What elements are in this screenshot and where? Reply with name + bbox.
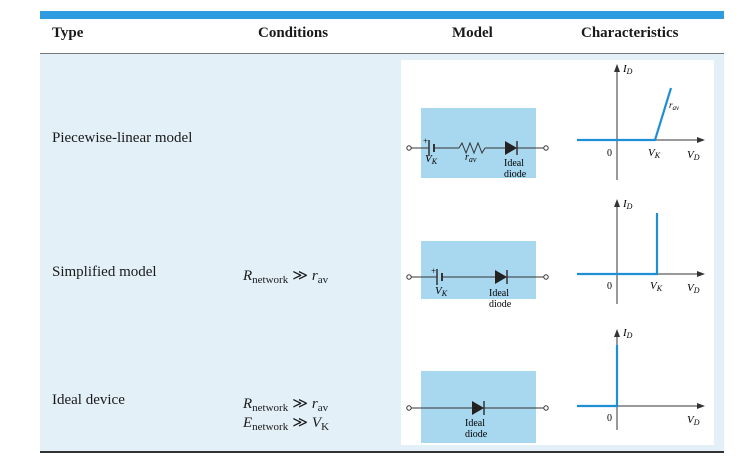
- model-label-vk-simplified: VK: [435, 285, 448, 298]
- header-conditions: Conditions: [258, 25, 329, 41]
- diagram-svg: + VK rav Ideal diode ID VD 0 VK rav: [406, 63, 705, 443]
- chart-origin-ideal: 0: [607, 413, 612, 424]
- model-label-ideal-simplified: Ideal: [489, 288, 509, 299]
- curve-piecewise: [577, 87, 673, 142]
- condition-simplified-1: Rnetwork≫rav: [243, 268, 329, 286]
- chart-xlabel-piecewise: VD: [687, 149, 700, 162]
- chart-ylabel-ideal: ID: [622, 327, 633, 340]
- chart-ylabel-piecewise: ID: [622, 63, 633, 76]
- model-label-diode-simplified: diode: [489, 299, 512, 310]
- model-label-rav: rav: [465, 152, 477, 164]
- curve-simplified: [577, 213, 659, 276]
- svg-text:+: +: [431, 266, 436, 276]
- chart-origin-piecewise: 0: [607, 148, 612, 159]
- chart-xlabel-ideal: VD: [687, 414, 700, 427]
- bottom-rule: [40, 451, 724, 453]
- row-type-piecewise: Piecewise-linear model: [52, 130, 193, 146]
- header-characteristics: Characteristics: [581, 25, 679, 41]
- condition-ideal-2: Enetwork≫VK: [243, 415, 330, 433]
- model-label-ideal: Ideal: [504, 158, 524, 169]
- table-header: Type Conditions Model Characteristics: [40, 19, 724, 54]
- condition-ideal-1: Rnetwork≫rav: [243, 396, 329, 414]
- chart-knee-simplified: VK: [650, 280, 663, 293]
- model-label-vk: VK: [425, 153, 438, 166]
- chart-xlabel-simplified: VD: [687, 282, 700, 295]
- curve-ideal: [577, 345, 619, 408]
- chart-ylabel-simplified: ID: [622, 198, 633, 211]
- top-accent-bar: [40, 11, 724, 19]
- model-label-diode: diode: [504, 169, 527, 180]
- chart-origin-simplified: 0: [607, 281, 612, 292]
- row-type-ideal: Ideal device: [52, 392, 125, 408]
- model-label-diode-device: diode: [465, 429, 488, 440]
- header-type: Type: [52, 25, 84, 41]
- model-box-simplified: [421, 241, 536, 299]
- diagram-panel: + VK rav Ideal diode ID VD 0 VK rav: [401, 60, 714, 445]
- chart-knee-piecewise: VK: [648, 147, 661, 160]
- chart-slope-piecewise: rav: [669, 100, 680, 112]
- row-type-simplified: Simplified model: [52, 264, 157, 280]
- header-model: Model: [452, 25, 493, 41]
- model-label-ideal-device: Ideal: [465, 418, 485, 429]
- svg-text:+: +: [423, 136, 428, 146]
